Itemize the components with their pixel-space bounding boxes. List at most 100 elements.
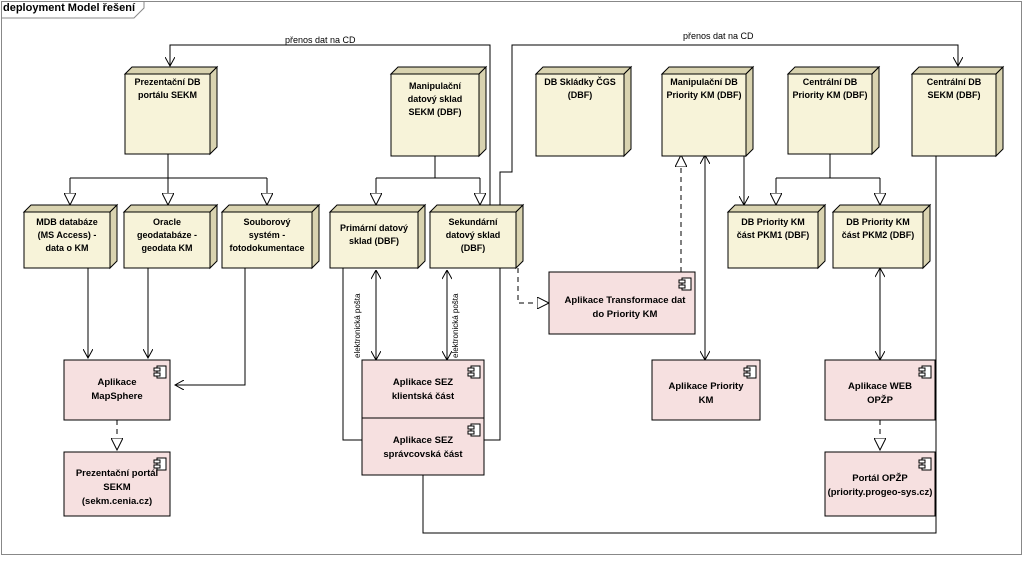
node-primarni: [328, 203, 427, 270]
node-top-face: [122, 204, 219, 213]
node-top-face: [660, 66, 755, 75]
frame-title-tab: [1, 1, 145, 19]
component-icon: [467, 423, 481, 437]
connectors: [70, 44, 958, 534]
component-icon: [918, 457, 932, 471]
edge-cd-left: [170, 44, 491, 205]
node-side-face: [871, 65, 880, 156]
component-icon: [153, 457, 167, 471]
comp-sez-spravce-label: Aplikace SEZ správcovská část: [383, 435, 463, 460]
components-layer: [63, 271, 936, 517]
node-prezentacni-db: [123, 65, 219, 156]
node-pkm2: [831, 203, 932, 270]
node-centralni-priority-label: Centrální DB Priority KM (DBF): [792, 77, 868, 100]
node-pkm1: [726, 203, 827, 270]
node-top-face: [428, 204, 525, 213]
node-manipulacni-sklad-label: Manipulační datový sklad SEKM (DBF): [407, 81, 463, 117]
node-front-face: [911, 73, 997, 157]
node-manipulacni-priority: [660, 65, 755, 158]
node-front-face: [221, 211, 313, 269]
component-sez-spravce: [361, 417, 485, 476]
node-pkm1-label: DB Priority KM část PKM1 (DBF): [736, 217, 810, 240]
node-souborovy: [220, 203, 321, 270]
node-pkm2-label: DB Priority KM část PKM2 (DBF): [841, 217, 915, 240]
edge-prim-spravce: [342, 268, 362, 441]
node-side-face: [745, 65, 754, 158]
comp-portal-sekm-label: Prezentační portál SEKM (sekm.cenia.cz): [75, 468, 159, 507]
node-top-face: [534, 66, 633, 75]
node-souborovy-label: Souborový systém - fotodokumentace: [229, 217, 305, 253]
node-side-face: [478, 65, 487, 158]
component-box: [651, 359, 761, 421]
comp-app-priority-label: Aplikace Priority KM: [668, 381, 744, 406]
edge-cd-right: [499, 44, 958, 205]
component-box: [63, 359, 171, 421]
node-db-skladky: [534, 65, 633, 158]
node-manipulacni-sklad: [389, 65, 488, 158]
edge-label-cd-right: přenos dat na CD: [683, 31, 754, 41]
frame-title: deployment Model řešení: [3, 2, 136, 14]
node-top-face: [726, 204, 827, 213]
node-front-face: [787, 73, 873, 155]
node-front-face: [123, 211, 211, 269]
node-top-face: [389, 66, 488, 75]
node-db-skladky-label: DB Skládky ČGS (DBF): [544, 77, 616, 100]
component-box: [824, 451, 936, 517]
nodes-layer: [22, 65, 1005, 270]
edge-label-email-primary: elektronická pošta: [353, 293, 362, 358]
node-centralni-sekm: [910, 65, 1005, 158]
component-icon: [743, 365, 757, 379]
node-centralni-priority: [786, 65, 881, 156]
node-side-face: [417, 203, 426, 270]
edge-sek-transform: [517, 268, 549, 303]
node-front-face: [124, 73, 211, 155]
edge-soub-map: [175, 268, 246, 385]
node-front-face: [390, 73, 480, 157]
component-box: [548, 271, 696, 335]
node-mdb: [22, 203, 119, 270]
node-side-face: [209, 203, 218, 270]
node-top-face: [220, 204, 321, 213]
comp-web-opzp-label: Aplikace WEB OPŽP: [848, 381, 912, 406]
component-app-priority: [651, 359, 761, 421]
node-side-face: [311, 203, 320, 270]
node-mdb-label: MDB databáze (MS Access) - data o KM: [36, 217, 98, 253]
comp-sez-klient-label: Aplikace SEZ klientská část: [391, 377, 455, 402]
component-box: [63, 451, 171, 517]
node-manipulacni-priority-label: Manipulační DB Priority KM (DBF): [666, 77, 742, 100]
node-oracle-label: Oracle geodatabáze - geodata KM: [136, 217, 197, 253]
node-side-face: [922, 203, 931, 270]
component-icon: [678, 277, 692, 291]
node-top-face: [786, 66, 881, 75]
component-box: [361, 417, 485, 476]
node-side-face: [515, 203, 524, 270]
node-side-face: [109, 203, 118, 270]
edge-label-email-secondary: elektronická pošta: [451, 293, 460, 358]
comp-portal-opzp-label: Portál OPŽP (priority.progeo-sys.cz): [827, 473, 933, 498]
component-web-opzp: [824, 359, 936, 421]
edge-sek-spravce: [484, 268, 501, 441]
node-top-face: [123, 66, 219, 75]
node-front-face: [832, 211, 924, 269]
node-front-face: [727, 211, 819, 269]
node-front-face: [329, 211, 419, 269]
node-oracle: [122, 203, 219, 270]
edge-spravce-centralni: [422, 155, 937, 534]
node-front-face: [661, 73, 747, 157]
node-top-face: [831, 204, 932, 213]
component-mapsphere: [63, 359, 171, 421]
node-top-face: [910, 66, 1005, 75]
node-front-face: [23, 211, 111, 269]
node-sekundarni: [428, 203, 525, 270]
component-box: [824, 359, 936, 421]
component-icon: [467, 365, 481, 379]
node-side-face: [623, 65, 632, 158]
node-sekundarni-label: Sekundární datový sklad (DBF): [445, 217, 501, 253]
node-side-face: [995, 65, 1004, 158]
component-portal-opzp: [824, 451, 936, 517]
component-transformace: [548, 271, 696, 335]
node-top-face: [328, 204, 427, 213]
node-front-face: [535, 73, 625, 157]
edge-label-cd-left: přenos dat na CD: [285, 35, 356, 45]
